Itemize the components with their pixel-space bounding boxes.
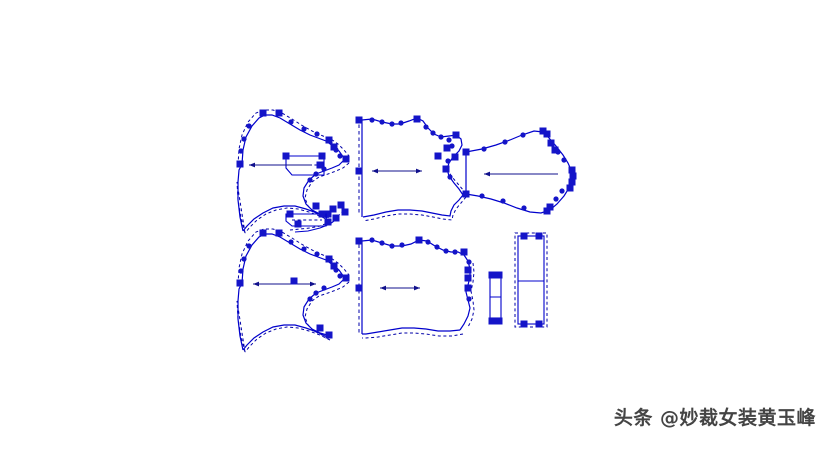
piece-strap[interactable] xyxy=(488,271,503,325)
control-point-nodes[interactable] xyxy=(355,115,460,180)
cut-line-armhole xyxy=(302,159,345,217)
seam-allowance-armhole xyxy=(446,168,465,192)
cut-line-hem xyxy=(362,327,461,335)
seam-allowance-line xyxy=(236,109,350,234)
watermark-text: 头条 @妙裁女装黄玉峰 xyxy=(613,407,816,429)
cuff-seam-allowance xyxy=(514,232,548,328)
cut-line-centre-front xyxy=(237,163,244,232)
grainline-arrow xyxy=(484,171,558,177)
control-point-nodes[interactable] xyxy=(236,229,350,339)
control-point-nodes[interactable] xyxy=(488,271,503,325)
piece-cuff-placket[interactable] xyxy=(514,232,548,328)
cut-line-side-hem xyxy=(362,194,464,218)
piece-front-bodice-lower-left[interactable] xyxy=(236,228,350,353)
piece-front-bodice-upper-left[interactable] xyxy=(236,109,350,234)
seam-allowance-line xyxy=(236,228,350,353)
control-point-nodes[interactable] xyxy=(355,236,472,302)
piece-back-bodice-upper-middle[interactable] xyxy=(355,115,467,222)
middle-notch-solid xyxy=(294,217,339,233)
control-point-nodes[interactable] xyxy=(286,201,349,228)
seam-allowance-hem xyxy=(362,196,467,222)
cut-line-centre-front xyxy=(237,282,244,351)
grainline-arrow xyxy=(380,285,420,291)
dart-box xyxy=(285,155,325,176)
grainline-arrow xyxy=(249,162,312,168)
grainline-arrow xyxy=(372,168,422,174)
grainline-arrow xyxy=(253,281,316,287)
seam-allowance-hem xyxy=(362,332,464,339)
piece-collar-upper-right[interactable] xyxy=(462,127,577,215)
control-point-nodes[interactable] xyxy=(236,109,350,218)
control-point-nodes[interactable] xyxy=(520,232,543,328)
cut-line-hem xyxy=(242,324,328,351)
piece-back-bodice-lower-middle[interactable] xyxy=(355,236,475,339)
cut-line-shoulder-armhole xyxy=(361,239,471,331)
cuff-outline xyxy=(517,235,545,325)
cut-line-hem xyxy=(242,205,328,232)
cut-line-armhole xyxy=(302,278,345,336)
dart-notch-group-middle[interactable] xyxy=(285,201,349,233)
control-point-nodes[interactable] xyxy=(462,127,577,215)
